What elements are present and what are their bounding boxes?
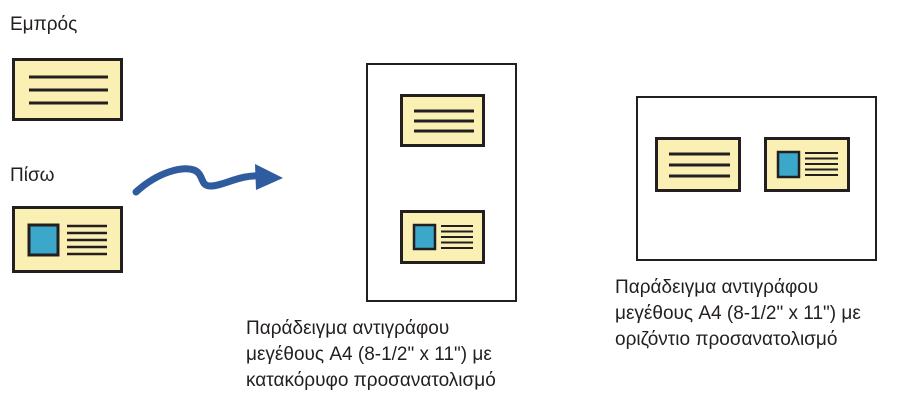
landscape-caption: Παράδειγμα αντιγράφου μεγέθους A4 (8-1/2… xyxy=(615,275,861,353)
text-lines-icon xyxy=(29,75,108,105)
caption-line: κατακόρυφο προσανατολισμό xyxy=(246,370,496,391)
caption-line: Παράδειγμα αντιγράφου xyxy=(615,277,819,298)
caption-line: μεγέθους A4 (8-1/2" x 11") με xyxy=(246,344,492,365)
photo-id-icon xyxy=(27,223,107,257)
landscape-front-card xyxy=(655,137,741,192)
landscape-back-card xyxy=(764,137,850,192)
portrait-page xyxy=(366,63,517,302)
text-lines-icon xyxy=(669,152,730,178)
portrait-front-card xyxy=(400,94,485,147)
back-label: Πίσω xyxy=(10,165,55,186)
photo-id-icon xyxy=(412,223,473,251)
portrait-back-card xyxy=(400,210,485,264)
caption-line: Παράδειγμα αντιγράφου xyxy=(246,318,450,339)
photo-id-icon xyxy=(776,150,838,179)
front-label: Εμπρός xyxy=(10,14,78,35)
portrait-caption: Παράδειγμα αντιγράφου μεγέθους A4 (8-1/2… xyxy=(246,316,496,394)
caption-line: μεγέθους A4 (8-1/2" x 11") με xyxy=(615,303,861,324)
landscape-page xyxy=(636,96,877,261)
front-card-icon xyxy=(12,58,123,121)
back-card-icon xyxy=(12,206,123,273)
text-lines-icon xyxy=(414,109,474,133)
caption-line: οριζόντιο προσανατολισμό xyxy=(615,329,838,350)
